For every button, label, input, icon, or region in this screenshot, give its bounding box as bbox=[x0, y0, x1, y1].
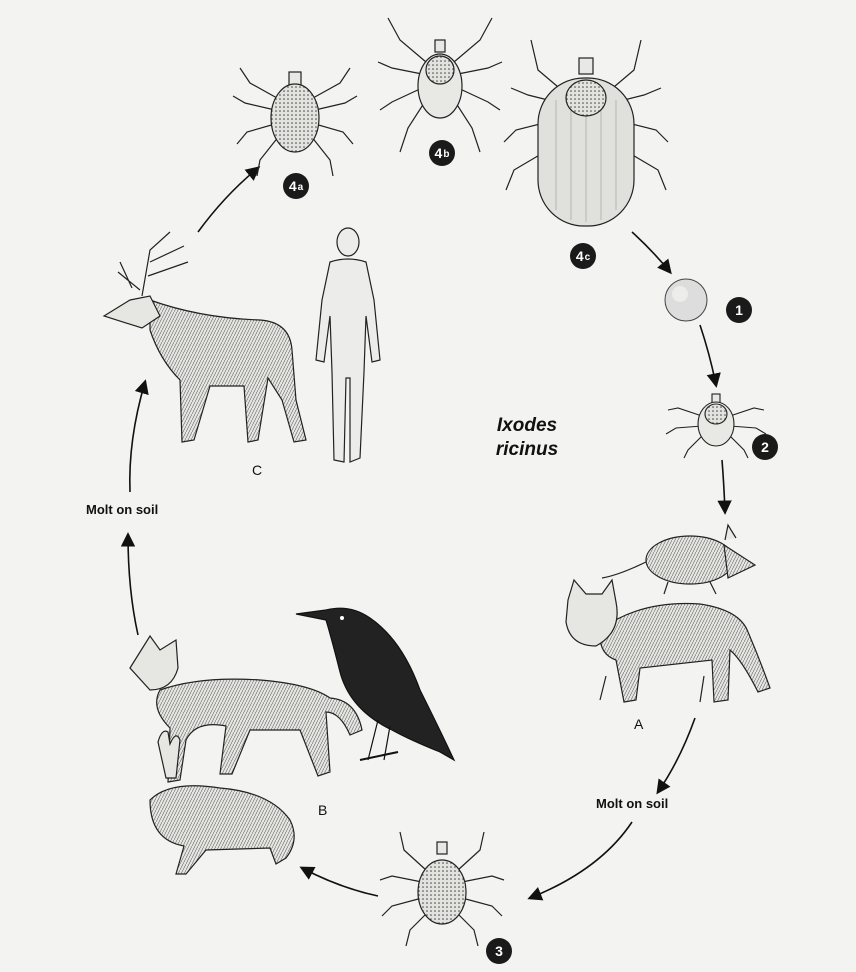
arrow-larva-to-hostA bbox=[722, 460, 725, 512]
molt-label-right: Molt on soil bbox=[596, 796, 668, 811]
stage-badge-4c-sub: c bbox=[585, 252, 591, 263]
arrow-molt-to-hostC bbox=[130, 382, 145, 492]
stage-badge-2: 2 bbox=[752, 434, 778, 460]
arrow-hostA-to-molt bbox=[658, 718, 695, 792]
stage-badge-4b: 4b bbox=[429, 140, 455, 166]
stage-badge-3: 3 bbox=[486, 938, 512, 964]
host-letter-b: B bbox=[318, 802, 327, 818]
stage-badge-1-num: 1 bbox=[735, 302, 743, 318]
tick-larva-icon bbox=[666, 394, 766, 458]
stage-badge-1: 1 bbox=[726, 297, 752, 323]
tick-4c-icon bbox=[504, 40, 668, 226]
arrow-hostB-to-molt bbox=[128, 535, 138, 635]
stage-badge-4b-sub: b bbox=[443, 149, 449, 160]
arrow-nymph-to-hostB bbox=[302, 868, 378, 896]
stage-badge-3-num: 3 bbox=[495, 943, 503, 959]
arrow-egg-to-larva bbox=[700, 325, 716, 385]
stage-badge-4c-num: 4 bbox=[576, 248, 584, 264]
host-rat-icon bbox=[602, 525, 755, 594]
arrow-hostC-to-adult bbox=[198, 168, 258, 232]
stage-badge-4a: 4a bbox=[283, 173, 309, 199]
stage-badge-4b-num: 4 bbox=[435, 145, 443, 161]
host-human-icon bbox=[316, 228, 380, 462]
tick-4b-icon bbox=[378, 18, 502, 152]
species-genus: Ixodes bbox=[472, 414, 582, 438]
stage-badge-2-num: 2 bbox=[761, 439, 769, 455]
host-deer-icon bbox=[104, 232, 306, 442]
arrow-4c-to-egg bbox=[632, 232, 670, 272]
species-epithet: ricinus bbox=[472, 438, 582, 462]
host-cat-icon bbox=[566, 580, 770, 702]
species-title: Ixodes ricinus bbox=[472, 414, 582, 462]
tick-nymph-icon bbox=[380, 832, 504, 946]
tick-4a-icon bbox=[233, 68, 357, 176]
stage-badge-4a-num: 4 bbox=[289, 178, 297, 194]
host-letter-a: A bbox=[634, 716, 643, 732]
stage-badge-4c: 4c bbox=[570, 243, 596, 269]
arrow-molt-to-nymph bbox=[530, 822, 632, 898]
stage-badge-4a-sub: a bbox=[298, 182, 304, 193]
molt-label-left: Molt on soil bbox=[86, 502, 158, 517]
host-letter-c: C bbox=[252, 462, 262, 478]
egg-icon bbox=[665, 279, 707, 321]
